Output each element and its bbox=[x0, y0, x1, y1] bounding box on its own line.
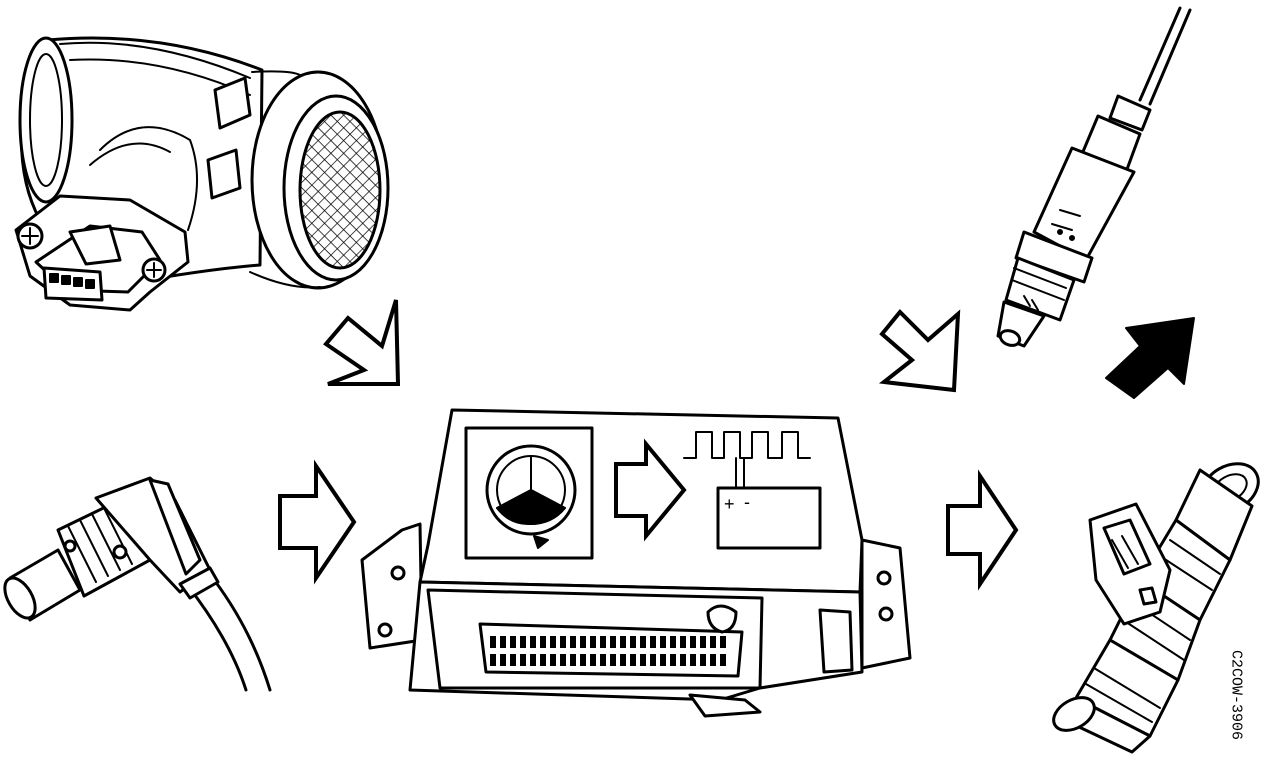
connector-pin bbox=[720, 636, 726, 648]
connector-pin bbox=[660, 636, 666, 648]
connector-pin bbox=[580, 654, 586, 666]
connector-pin bbox=[550, 636, 556, 648]
connector-pin bbox=[560, 636, 566, 648]
connector-pin bbox=[700, 654, 706, 666]
connector-pin bbox=[490, 654, 496, 666]
connector-pin bbox=[500, 654, 506, 666]
arrow-from-crankshaft-sensor bbox=[278, 459, 357, 585]
connector-pin bbox=[510, 654, 516, 666]
connector-pin bbox=[690, 636, 696, 648]
connector-pin bbox=[680, 636, 686, 648]
connector-pin bbox=[690, 654, 696, 666]
connector-pin bbox=[710, 636, 716, 648]
connector-pin bbox=[600, 636, 606, 648]
connector-pin bbox=[570, 636, 576, 648]
figure-code: C2COW-3906 bbox=[1226, 640, 1246, 750]
minus-sign: - bbox=[744, 492, 750, 512]
connector-pin bbox=[530, 636, 536, 648]
connector-pin bbox=[530, 654, 536, 666]
connector-pin bbox=[610, 654, 616, 666]
connector-pin bbox=[620, 654, 626, 666]
connector-pin bbox=[630, 654, 636, 666]
plus-sign: + bbox=[724, 494, 735, 514]
crankshaft-sensor bbox=[3, 476, 272, 692]
arrow-from-air-mass-meter bbox=[323, 299, 401, 386]
connector-pin bbox=[580, 636, 586, 648]
connector-pin bbox=[540, 654, 546, 666]
connector-pin bbox=[540, 636, 546, 648]
oxygen-sensor bbox=[996, 6, 1192, 348]
connector-pin bbox=[650, 636, 656, 648]
connector-pin bbox=[640, 654, 646, 666]
connector-pin bbox=[700, 636, 706, 648]
connector-pin bbox=[670, 636, 676, 648]
figure-code-text: C2COW-3906 bbox=[1227, 649, 1245, 741]
air-mass-meter bbox=[14, 36, 390, 312]
connector-pin bbox=[720, 654, 726, 666]
connector-pin bbox=[600, 654, 606, 666]
arrow-to-fuel-injector bbox=[946, 469, 1019, 591]
connector-pin bbox=[520, 654, 526, 666]
internal-arrow bbox=[614, 438, 687, 542]
connector-pin bbox=[610, 636, 616, 648]
connector-pin bbox=[680, 654, 686, 666]
connector-pin bbox=[560, 654, 566, 666]
connector-pin bbox=[510, 636, 516, 648]
connector-pins bbox=[490, 636, 726, 666]
connector-pin bbox=[710, 654, 716, 666]
connector-pin bbox=[640, 636, 646, 648]
connector-pin bbox=[590, 636, 596, 648]
connector-pin bbox=[520, 636, 526, 648]
connector-pin bbox=[590, 654, 596, 666]
connector-pin bbox=[620, 636, 626, 648]
connector-pin bbox=[500, 636, 506, 648]
connector-pin bbox=[570, 654, 576, 666]
fuel-injector bbox=[1052, 462, 1260, 754]
arrow-exhaust-to-oxygen-sensor bbox=[1105, 317, 1195, 399]
connector-pin bbox=[490, 636, 496, 648]
connector-pin bbox=[550, 654, 556, 666]
connector-pin bbox=[630, 636, 636, 648]
connector-pin bbox=[670, 654, 676, 666]
connector-pin bbox=[650, 654, 656, 666]
arrow-from-oxygen-sensor bbox=[878, 309, 961, 393]
connector-pin bbox=[660, 654, 666, 666]
control-module: + - bbox=[360, 408, 912, 718]
